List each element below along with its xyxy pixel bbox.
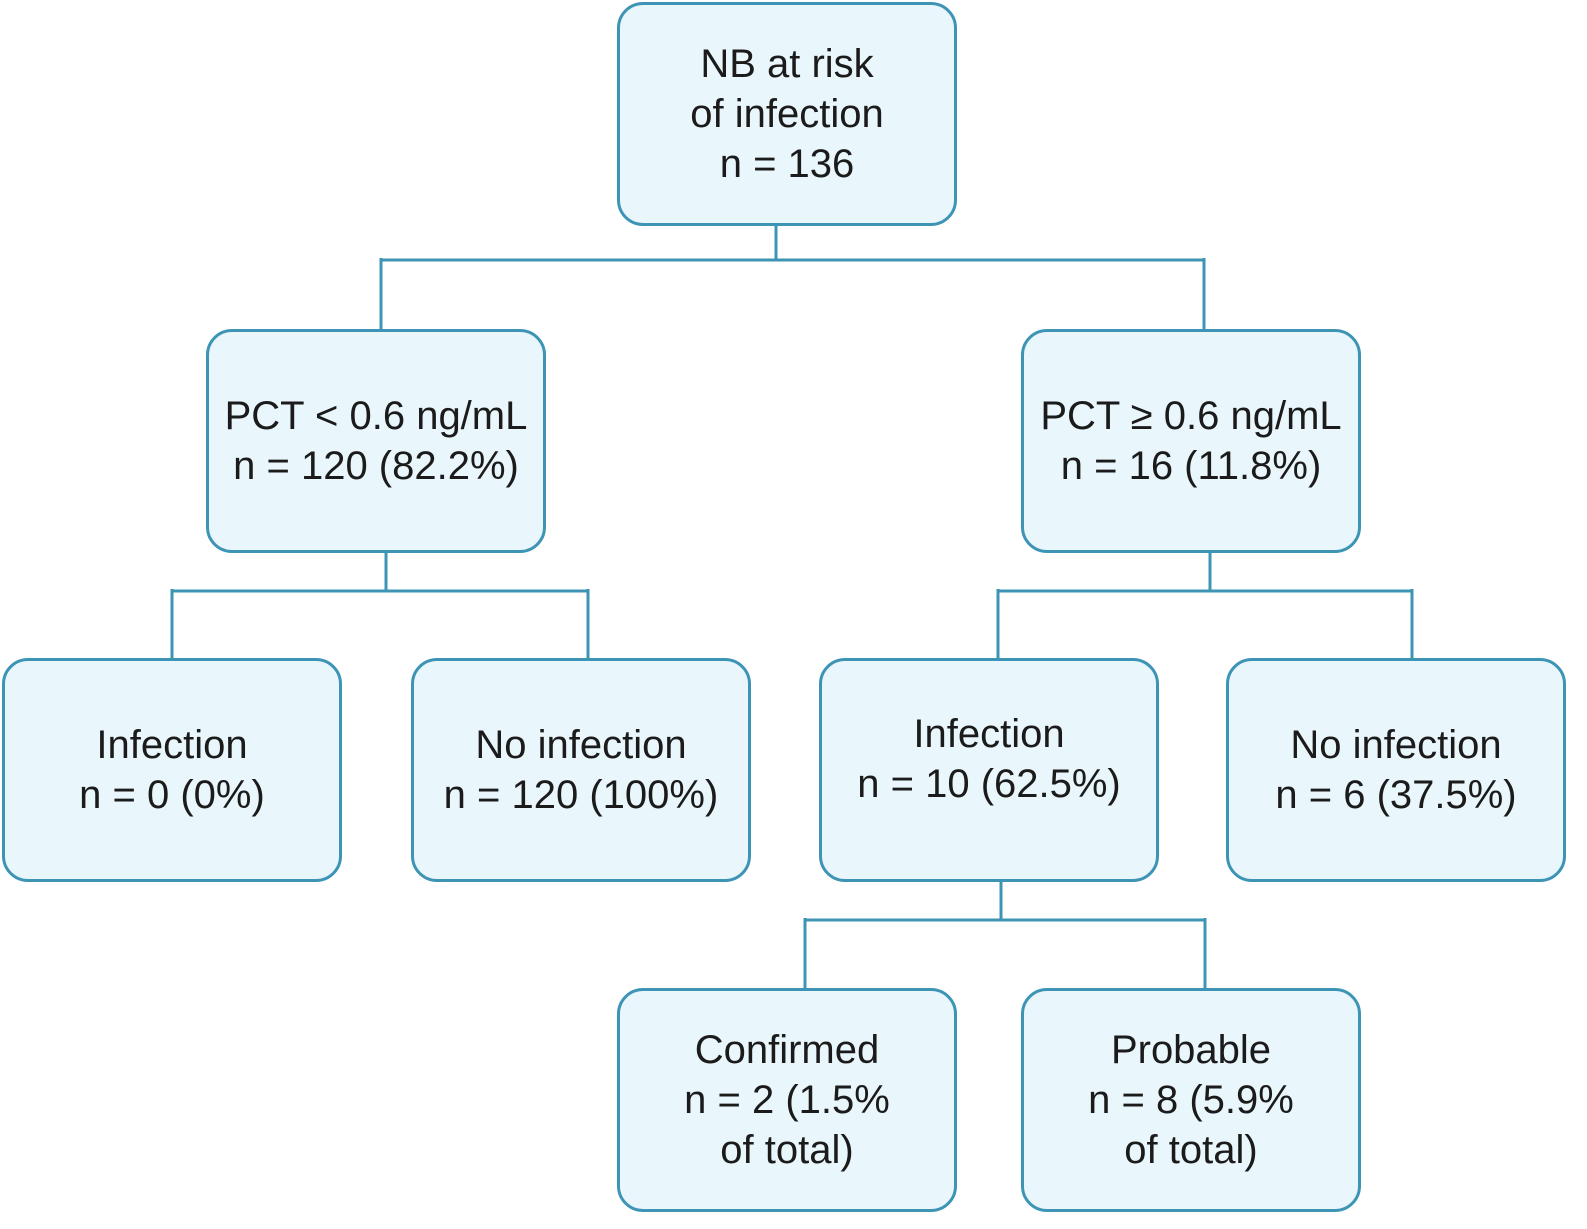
pct-low-label: PCT < 0.6 ng/mL [224, 394, 528, 438]
confirmed-label: Confirmed [694, 1028, 880, 1072]
infection-low-count: n = 0 (0%) [79, 773, 265, 817]
root-subtitle: of infection [690, 92, 884, 136]
confirmed-node: Confirmed n = 2 (1.5% of total) [617, 988, 957, 1212]
connector-pct-low-to-outcomes [170, 553, 590, 658]
root-title: NB at risk [700, 42, 874, 86]
pct-high-node: PCT ≥ 0.6 ng/mL n = 16 (11.8%) [1021, 329, 1361, 553]
no-infection-high-node: No infection n = 6 (37.5%) [1226, 658, 1566, 882]
probable-note: of total) [1124, 1128, 1258, 1172]
probable-label: Probable [1110, 1028, 1272, 1072]
pct-high-label: PCT ≥ 0.6 ng/mL [1040, 394, 1342, 438]
infection-low-label: Infection [96, 723, 248, 767]
infection-high-count: n = 10 (62.5%) [857, 762, 1121, 806]
pct-low-count: n = 120 (82.2%) [233, 444, 519, 488]
confirmed-note: of total) [720, 1128, 854, 1172]
infection-high-label: Infection [913, 712, 1065, 756]
infection-low-node: Infection n = 0 (0%) [2, 658, 342, 882]
connector-pct-high-to-outcomes [996, 553, 1414, 658]
no-infection-low-label: No infection [475, 723, 687, 767]
no-infection-low-node: No infection n = 120 (100%) [411, 658, 751, 882]
no-infection-low-count: n = 120 (100%) [443, 773, 719, 817]
connector-root-to-pct [379, 226, 1206, 329]
root-count: n = 136 [719, 142, 855, 186]
no-infection-high-label: No infection [1290, 723, 1502, 767]
probable-count: n = 8 (5.9% [1088, 1078, 1294, 1122]
root-node: NB at risk of infection n = 136 [617, 2, 957, 226]
probable-node: Probable n = 8 (5.9% of total) [1021, 988, 1361, 1212]
no-infection-high-count: n = 6 (37.5%) [1275, 773, 1517, 817]
pct-low-node: PCT < 0.6 ng/mL n = 120 (82.2%) [206, 329, 546, 553]
confirmed-count: n = 2 (1.5% [684, 1078, 890, 1122]
pct-high-count: n = 16 (11.8%) [1060, 444, 1322, 488]
infection-high-node: Infection n = 10 (62.5%) [819, 658, 1159, 882]
connector-infection-to-subtypes [803, 882, 1207, 988]
